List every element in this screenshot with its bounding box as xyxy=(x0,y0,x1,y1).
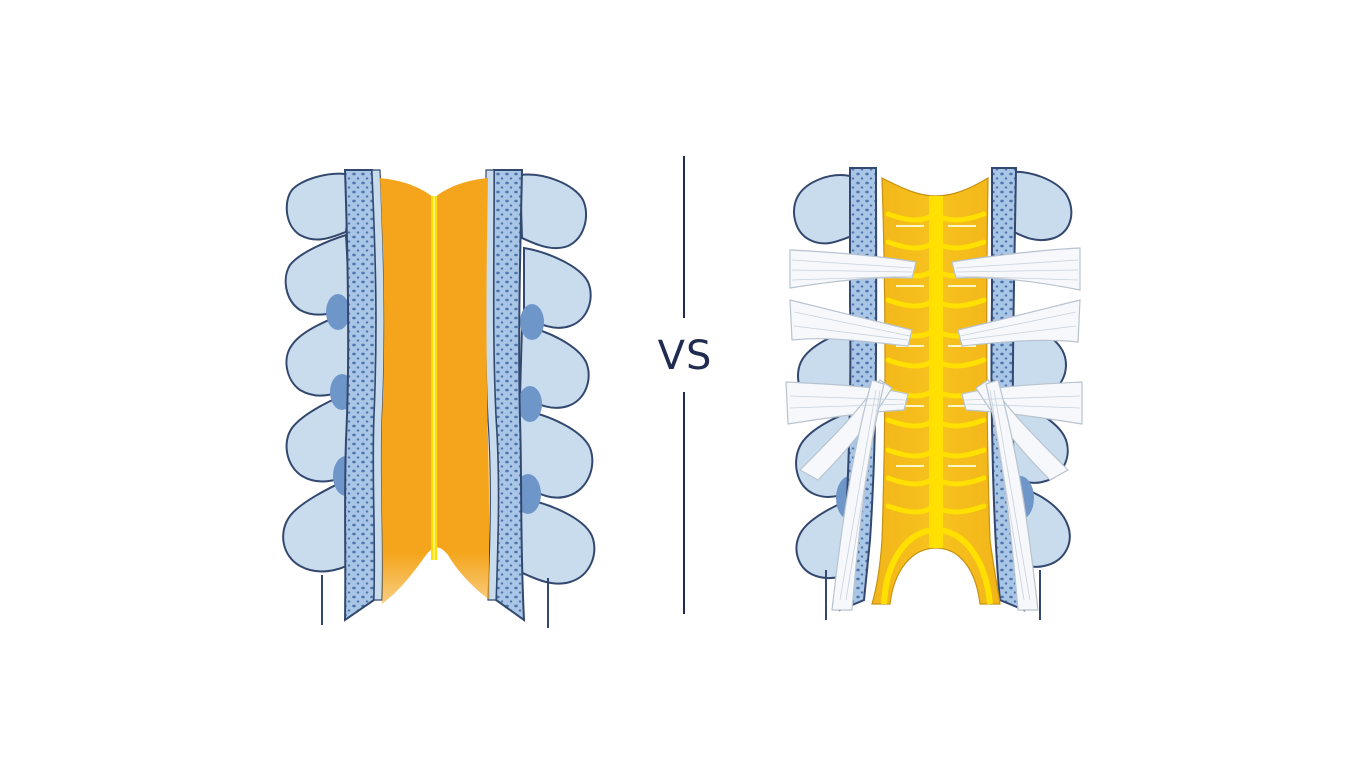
left-canal-wall xyxy=(343,169,378,622)
nerve-fiber-lines xyxy=(789,259,1081,601)
right-canal-wall xyxy=(492,169,526,623)
left-inner-band xyxy=(371,169,385,601)
affected-central-canal xyxy=(929,196,943,548)
affected-cord-arch xyxy=(881,526,993,605)
right-vertebral-processes xyxy=(514,173,596,585)
vs-label: VS xyxy=(657,333,713,379)
affected-spine-illustration xyxy=(785,167,1083,620)
healthy-spine-illustration xyxy=(282,169,596,628)
